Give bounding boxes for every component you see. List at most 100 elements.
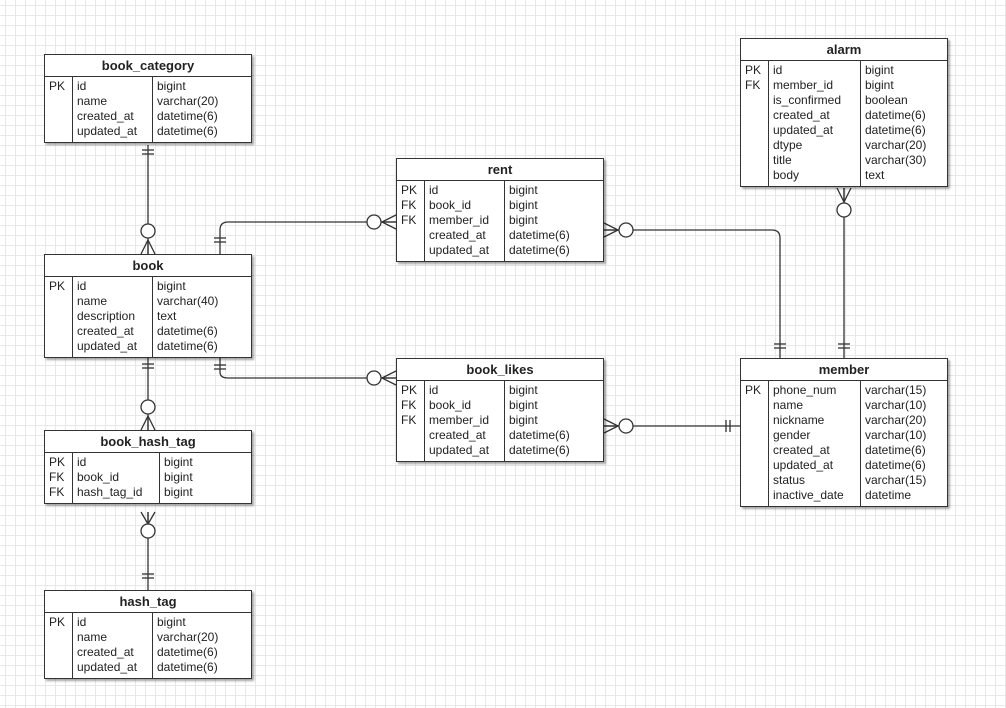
field-type-cell: bigint xyxy=(509,383,538,397)
key-cell xyxy=(49,630,72,645)
field-name-cell: inactive_date xyxy=(773,488,844,502)
field-name-cell: updated_at xyxy=(773,458,834,472)
field-name-cell: updated_at xyxy=(773,123,834,137)
key-cell xyxy=(745,108,768,123)
field-name-cell: member_id xyxy=(773,78,834,92)
cardinality-zero-mark xyxy=(618,222,634,238)
cardinality-many-mark xyxy=(140,511,149,525)
field-type-cell: datetime(6) xyxy=(865,123,926,137)
field-type-column: varchar(15)varchar(10)varchar(20)varchar… xyxy=(861,381,947,506)
key-cell: FK xyxy=(401,413,417,427)
entity-title: book_likes xyxy=(397,359,603,381)
field-type-cell: datetime(6) xyxy=(509,428,570,442)
cardinality-many-mark xyxy=(836,187,845,203)
field-name-cell: member_id xyxy=(429,413,490,427)
entity-title: book_category xyxy=(45,55,251,77)
entity-title: book xyxy=(45,255,251,277)
field-type-cell: boolean xyxy=(865,93,908,107)
key-cell xyxy=(49,645,72,660)
field-type-cell: bigint xyxy=(509,183,538,197)
field-type-cell: datetime xyxy=(865,488,912,502)
field-type-cell: datetime(6) xyxy=(157,124,218,138)
field-name-cell: created_at xyxy=(77,324,134,338)
key-cell xyxy=(49,309,72,324)
field-name-cell: id xyxy=(429,383,439,397)
cardinality-many-mark xyxy=(140,239,149,255)
cardinality-many-mark xyxy=(147,511,156,525)
cardinality-zero-mark xyxy=(836,202,852,218)
field-name-cell: is_confirmed xyxy=(773,93,842,107)
cardinality-zero-mark xyxy=(366,214,382,230)
field-type-cell: datetime(6) xyxy=(157,109,218,123)
field-type-cell: datetime(6) xyxy=(509,243,570,257)
field-name-cell: updated_at xyxy=(77,660,138,674)
cardinality-many-mark xyxy=(381,221,397,230)
cardinality-many-mark xyxy=(381,214,397,223)
field-type-cell: varchar(15) xyxy=(865,383,927,397)
field-name-cell: id xyxy=(773,63,783,77)
key-cell: FK xyxy=(401,198,417,212)
field-type-cell: bigint xyxy=(157,279,186,293)
key-cell xyxy=(49,124,72,139)
key-column: PK xyxy=(741,381,769,506)
key-cell xyxy=(745,458,768,473)
field-type-cell: bigint xyxy=(509,398,538,412)
key-column: PK xyxy=(45,277,73,357)
field-type-cell: varchar(20) xyxy=(865,413,927,427)
cardinality-many-mark xyxy=(147,239,156,255)
key-cell: PK xyxy=(745,63,762,77)
field-type-cell: datetime(6) xyxy=(865,458,926,472)
field-name-cell: phone_num xyxy=(773,383,837,397)
cardinality-many-mark xyxy=(381,370,397,379)
key-cell xyxy=(745,428,768,443)
field-type-cell: varchar(10) xyxy=(865,428,927,442)
field-type-cell: datetime(6) xyxy=(157,339,218,353)
key-cell xyxy=(49,109,72,124)
key-cell xyxy=(49,339,72,354)
field-name-cell: hash_tag_id xyxy=(77,485,143,499)
cardinality-many-mark xyxy=(603,229,619,238)
key-cell xyxy=(745,443,768,458)
field-type-cell: bigint xyxy=(865,63,894,77)
key-cell xyxy=(745,413,768,428)
field-name-cell: created_at xyxy=(773,108,830,122)
key-cell xyxy=(401,428,424,443)
key-cell: PK xyxy=(401,183,418,197)
field-type-cell: datetime(6) xyxy=(865,108,926,122)
field-name-cell: description xyxy=(77,309,136,323)
entity-title: alarm xyxy=(741,39,947,61)
field-type-cell: varchar(20) xyxy=(157,94,219,108)
field-name-cell: updated_at xyxy=(429,443,490,457)
field-type-cell: bigint xyxy=(509,413,538,427)
cardinality-many-mark xyxy=(603,425,619,434)
field-name-cell: name xyxy=(77,630,108,644)
key-cell xyxy=(745,93,768,108)
cardinality-zero-mark xyxy=(140,523,156,539)
key-cell xyxy=(401,228,424,243)
field-type-cell: bigint xyxy=(865,78,894,92)
field-name-cell: body xyxy=(773,168,800,182)
key-cell xyxy=(49,94,72,109)
